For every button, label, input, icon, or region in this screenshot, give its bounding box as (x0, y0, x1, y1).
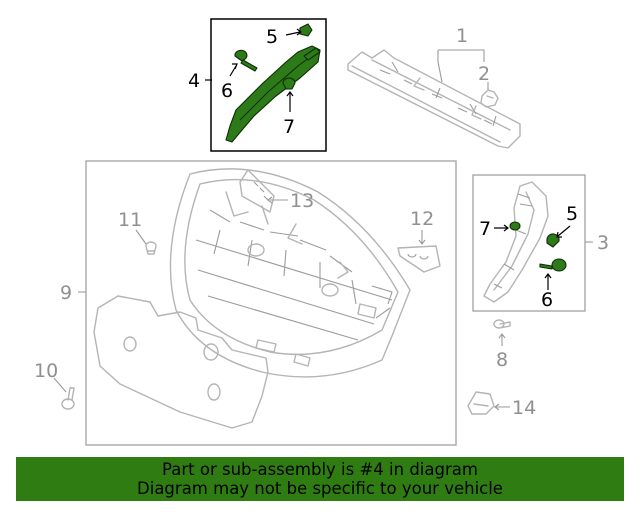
banner-line-1: Part or sub-assembly is #4 in diagram (162, 460, 478, 479)
callout-7a: 7 (283, 116, 295, 138)
callout-4: 4 (188, 70, 200, 92)
callout-5b: 5 (566, 203, 578, 225)
clip-part-7b (509, 221, 521, 231)
sill-garnish-part-1 (347, 49, 521, 149)
leader-12 (418, 230, 426, 245)
callout-1: 1 (456, 25, 468, 47)
callout-2: 2 (478, 63, 490, 85)
clip-part-11 (145, 241, 157, 255)
pillar-trim-part-3 (483, 181, 549, 303)
bracket-part-12 (397, 245, 441, 273)
screw-part-6b (539, 258, 567, 272)
leader-6b (544, 273, 552, 290)
callout-14: 14 (512, 397, 536, 419)
callout-13: 13 (290, 190, 314, 212)
leader-13 (267, 196, 288, 204)
leader-5a (285, 28, 302, 36)
leader-6a (229, 63, 238, 77)
clip-part-14 (467, 391, 495, 415)
leader-1 (437, 49, 485, 83)
callout-8: 8 (496, 349, 508, 371)
clip-part-5a (299, 23, 313, 37)
leader-5b (556, 225, 571, 238)
callout-6b: 6 (541, 289, 553, 311)
leader-8 (498, 333, 506, 346)
clip-part-5b (546, 233, 560, 248)
garnish-part-4-highlighted (225, 45, 321, 143)
callout-6a: 6 (221, 80, 233, 102)
highlight-banner: Part or sub-assembly is #4 in diagram Di… (16, 457, 624, 501)
part-4-box (210, 18, 327, 152)
callout-3: 3 (597, 232, 609, 254)
screw-part-8 (493, 319, 511, 329)
clip-part-2 (480, 89, 499, 108)
part-9-box (85, 160, 457, 446)
screw-part-10 (61, 387, 75, 410)
lower-trim-panel (93, 295, 269, 429)
callout-9: 9 (60, 282, 72, 304)
callout-5a: 5 (266, 26, 278, 48)
banner-line-2: Diagram may not be specific to your vehi… (137, 479, 503, 498)
leader-10 (53, 377, 67, 393)
leader-7b (494, 224, 509, 232)
leader-14 (494, 403, 510, 411)
bracket-part-13 (239, 169, 275, 213)
leader-7a (286, 91, 294, 112)
part-3-box (472, 174, 586, 312)
screw-part-6a (234, 49, 258, 72)
tailgate-trim-panel (169, 168, 411, 378)
clip-part-7a (282, 77, 296, 90)
callout-10: 10 (34, 360, 58, 382)
callout-7b: 7 (479, 218, 491, 240)
leader-11 (135, 229, 147, 245)
callout-11: 11 (118, 209, 142, 231)
callout-12: 12 (410, 208, 434, 230)
